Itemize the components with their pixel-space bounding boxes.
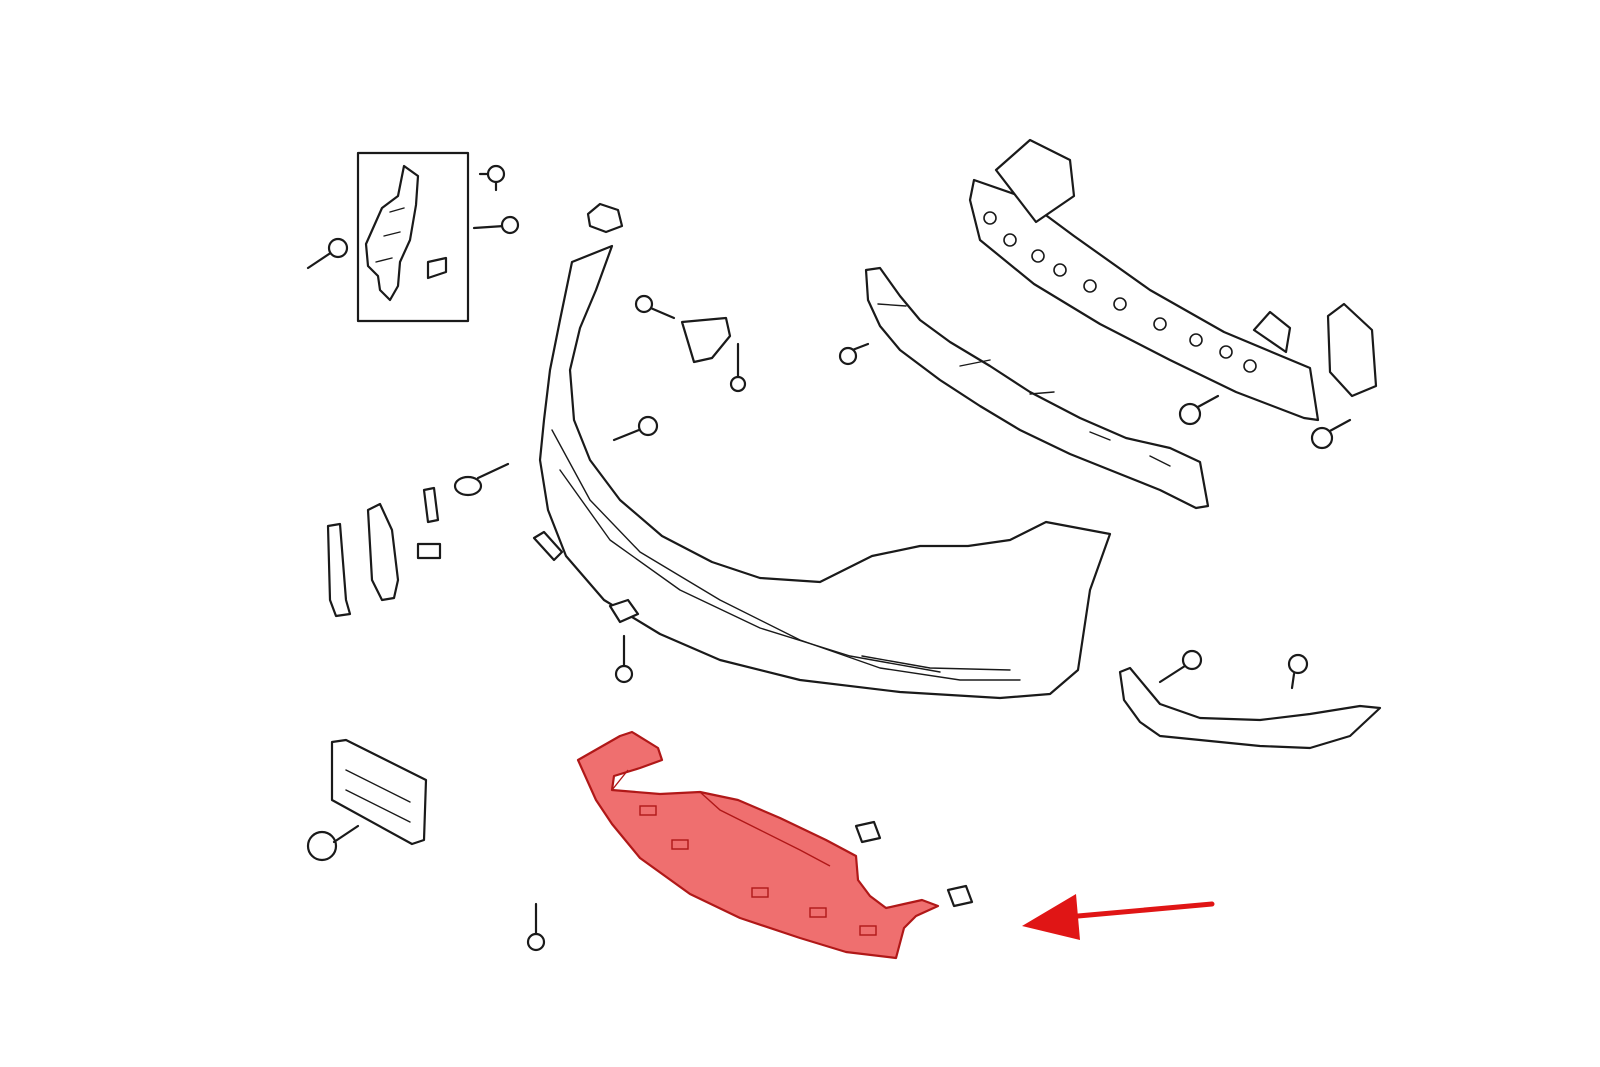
- screw-lower-left: [306, 824, 360, 862]
- bolt-inset-left: [306, 237, 349, 270]
- bracket-bolt-b: [1287, 653, 1309, 690]
- absorber-clip: [838, 342, 870, 366]
- red-pointer-arrow: [1022, 894, 1215, 940]
- side-support-right: [366, 502, 400, 602]
- front-bumper-cover: [538, 244, 1112, 700]
- bolt-upper: [634, 294, 676, 320]
- side-retainer-upper: [680, 316, 732, 364]
- bolt-inset-right: [472, 215, 520, 235]
- energy-absorber: [864, 266, 1210, 510]
- inset-bracket-box: [356, 151, 470, 323]
- beam-bolt-left: [1178, 394, 1220, 426]
- push-clip-small: [416, 542, 442, 560]
- push-clip-top: [478, 164, 506, 192]
- retainer-clip-a: [422, 486, 440, 524]
- bracket-clip-top: [586, 202, 624, 234]
- bumper-reinforcement-beam: [968, 138, 1378, 422]
- grommet-clip: [532, 530, 564, 562]
- side-support-left: [326, 522, 352, 618]
- bracket-bolt-a: [1158, 649, 1203, 684]
- nut-lower-center: [608, 598, 640, 624]
- lower-bumper-cover-deflector: [576, 730, 940, 960]
- bolt-mid: [612, 415, 659, 442]
- beam-bolt-right: [1310, 418, 1352, 450]
- deflector-nut-b: [946, 884, 974, 908]
- deflector-nut-a: [854, 820, 882, 844]
- license-plate-bracket: [330, 738, 428, 846]
- bolt-bottom: [526, 902, 546, 952]
- bolt-vertical-lower: [614, 634, 634, 684]
- bolt-vertical-upper: [729, 342, 747, 393]
- bumper-side-bracket-right: [1118, 666, 1382, 750]
- tow-eye: [453, 462, 510, 497]
